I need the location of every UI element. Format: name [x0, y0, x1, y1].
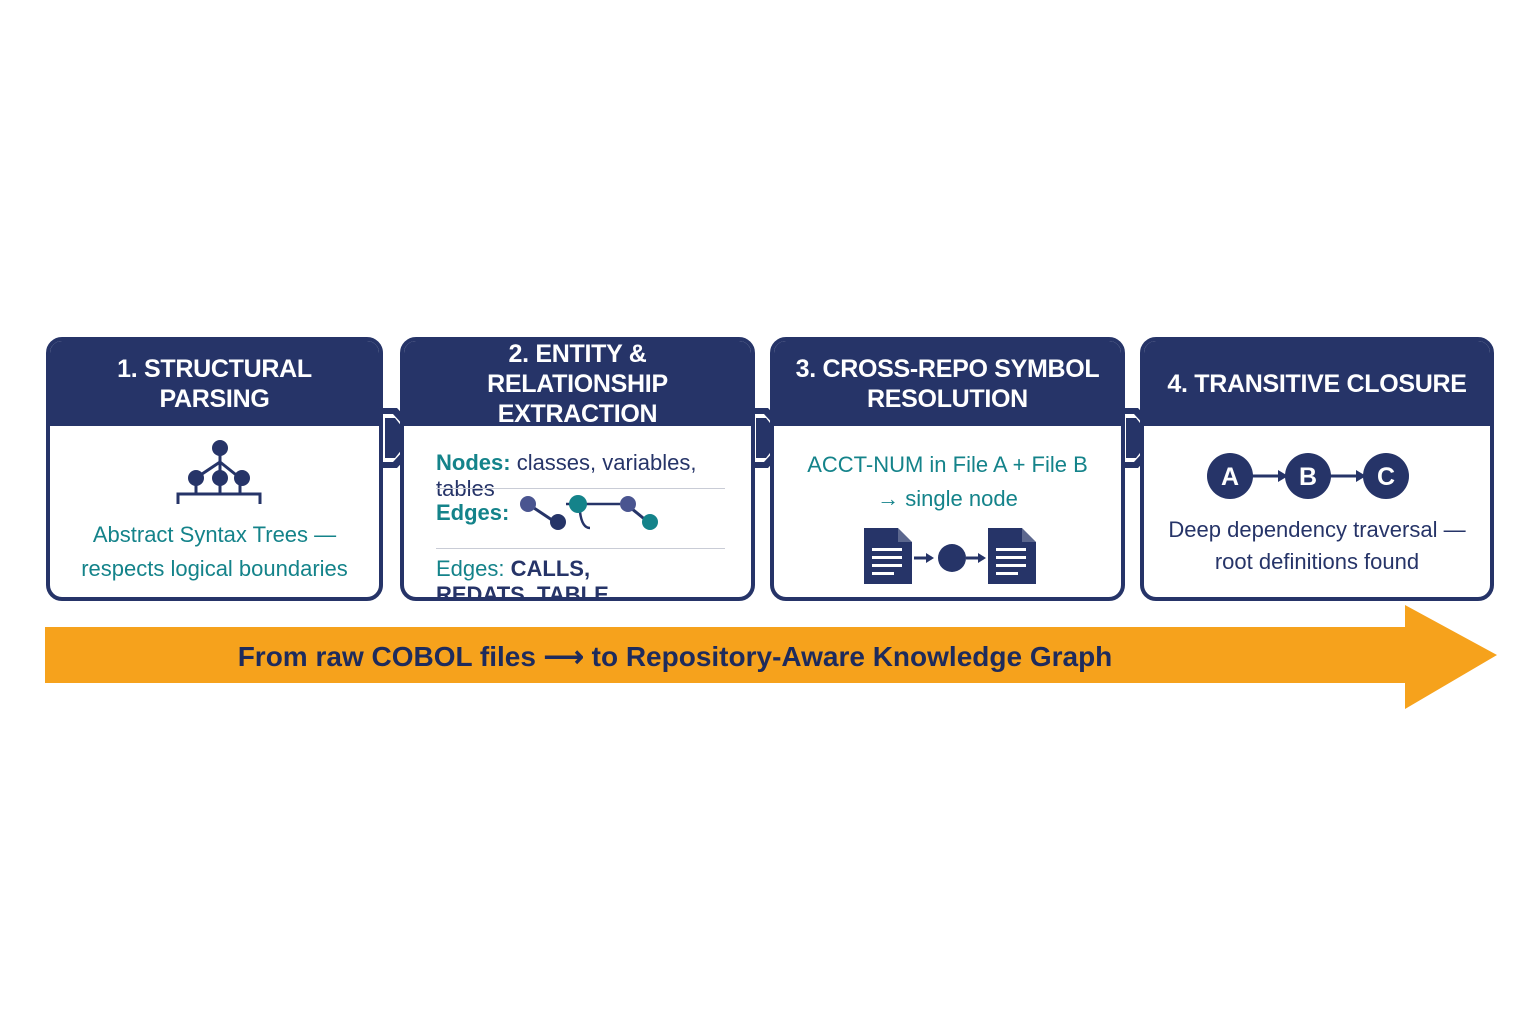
nodes-label: Nodes: [436, 450, 511, 475]
edge-graph-icon [520, 495, 658, 530]
step-description: ACCT-NUM in File A + File B → single nod… [807, 452, 1088, 511]
step-title: 2. ENTITY & RELATIONSHIP EXTRACTION [404, 341, 751, 428]
divider [436, 488, 725, 489]
chain-node-label: C [1377, 463, 1395, 491]
chain-icon: A B C [1207, 453, 1409, 499]
step-card-4: 4. TRANSITIVE CLOSURE A B C Deep depende… [1140, 337, 1494, 601]
step-body: Nodes: classes, variables, tables Edges:… [404, 426, 751, 601]
chain-node: B [1285, 453, 1331, 499]
progress-arrow [45, 605, 1497, 709]
chain-node-label: A [1221, 463, 1239, 491]
file-merge-icon [864, 528, 1036, 584]
step-title: 3. CROSS-REPO SYMBOL RESOLUTION [774, 341, 1121, 426]
step-description: Deep dependency traversal — root definit… [1168, 517, 1466, 574]
tree-icon [176, 440, 262, 504]
chain-node: C [1363, 453, 1409, 499]
divider [436, 548, 725, 549]
edges-label: Edges: [436, 556, 505, 581]
edges-value: CALLS, REDATS_TABLE [436, 556, 609, 601]
edges-types-row: Edges: CALLS, REDATS_TABLE [436, 556, 725, 601]
step-body: ACCT-NUM in File A + File B → single nod… [774, 426, 1121, 597]
step-body: A B C Deep dependency traversal — root d… [1144, 426, 1490, 597]
edges-row: Edges: [436, 500, 725, 526]
chain-node-label: B [1299, 463, 1317, 491]
step-card-3: 3. CROSS-REPO SYMBOL RESOLUTION ACCT-NUM… [770, 337, 1125, 601]
nodes-row: Nodes: classes, variables, tables [436, 450, 725, 502]
step-body: Abstract Syntax Trees — respects logical… [50, 426, 379, 597]
step-card-2: 2. ENTITY & RELATIONSHIP EXTRACTION Node… [400, 337, 755, 601]
chain-node: A [1207, 453, 1253, 499]
step-title: 4. TRANSITIVE CLOSURE [1144, 341, 1490, 426]
edges-label: Edges: [436, 500, 510, 525]
step-description: Abstract Syntax Trees — respects logical… [81, 522, 348, 581]
step-title: 1. STRUCTURAL PARSING [50, 341, 379, 426]
banner-text: From raw COBOL files ⟶ to Repository-Awa… [237, 640, 1113, 672]
step-card-1: 1. STRUCTURAL PARSING Abstract Syntax Tr… [46, 337, 383, 601]
